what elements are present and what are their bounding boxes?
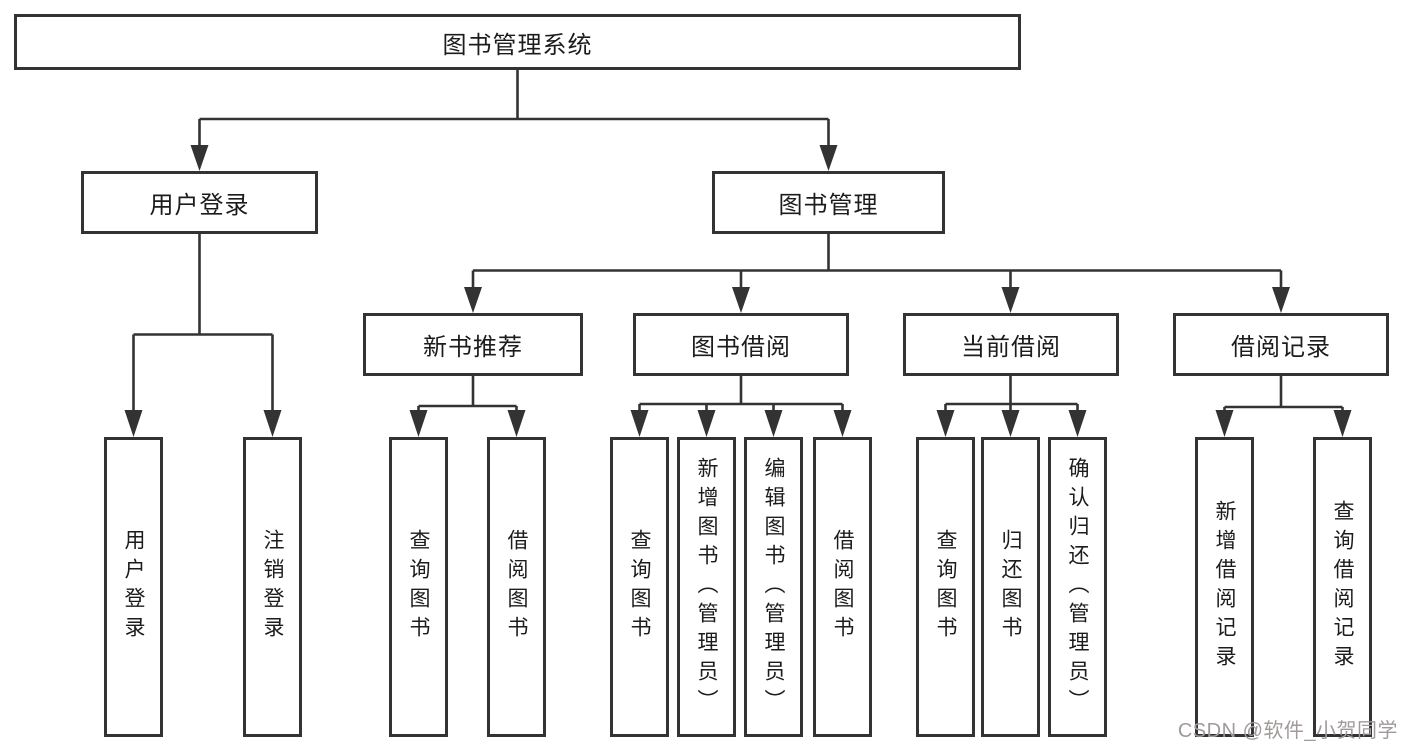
leaf-add-borrow-record: 新增借阅记录	[1195, 437, 1254, 737]
node-user-login: 用户登录	[81, 171, 318, 234]
leaf-borrow-books-label: 借阅图书	[831, 529, 854, 645]
leaf-confirm-return-admin: 确认归还（管理员）	[1048, 437, 1107, 737]
leaf-query-books-recommend-label: 查询图书	[407, 529, 430, 645]
leaf-query-borrow-record: 查询借阅记录	[1313, 437, 1372, 737]
arrowheads	[124, 145, 1352, 437]
node-book-borrowing-label: 图书借阅	[691, 334, 791, 361]
leaf-return-books-label: 归还图书	[999, 529, 1022, 645]
leaf-query-borrow-record-label: 查询借阅记录	[1331, 500, 1354, 674]
leaf-query-books-borrowing-label: 查询图书	[628, 529, 651, 645]
node-user-login-label: 用户登录	[149, 192, 250, 219]
leaf-return-books: 归还图书	[981, 437, 1040, 737]
leaf-edit-books-admin-label: 编辑图书（管理员）	[762, 456, 785, 718]
leaf-query-books-current-label: 查询图书	[934, 529, 957, 645]
node-borrowing-records-label: 借阅记录	[1231, 334, 1331, 361]
leaf-query-books-current: 查询图书	[916, 437, 975, 737]
leaf-edit-books-admin: 编辑图书（管理员）	[744, 437, 803, 737]
node-borrowing-records: 借阅记录	[1173, 313, 1389, 376]
leaf-add-books-admin: 新增图书（管理员）	[677, 437, 736, 737]
leaf-borrow-books-recommend: 借阅图书	[487, 437, 546, 737]
leaf-borrow-books: 借阅图书	[813, 437, 872, 737]
node-current-borrowing: 当前借阅	[903, 313, 1119, 376]
leaf-logout-label: 注销登录	[261, 529, 284, 645]
watermark: CSDN @软件_小贺同学	[1177, 720, 1398, 742]
node-root-system-label: 图书管理系统	[442, 31, 593, 59]
leaf-query-books-recommend: 查询图书	[389, 437, 448, 737]
node-new-book-recommend: 新书推荐	[363, 313, 583, 376]
leaf-logout: 注销登录	[243, 437, 302, 737]
leaf-add-books-admin-label: 新增图书（管理员）	[695, 456, 718, 718]
node-book-management: 图书管理	[712, 171, 945, 234]
leaf-user-login: 用户登录	[104, 437, 163, 737]
node-book-management-label: 图书管理	[778, 192, 879, 219]
leaf-query-books-borrowing: 查询图书	[610, 437, 669, 737]
node-new-book-recommend-label: 新书推荐	[423, 334, 523, 361]
node-current-borrowing-label: 当前借阅	[961, 334, 1061, 361]
leaf-add-borrow-record-label: 新增借阅记录	[1213, 500, 1236, 674]
leaf-borrow-books-recommend-label: 借阅图书	[505, 529, 528, 645]
leaf-user-login-label: 用户登录	[122, 529, 145, 645]
node-root-system: 图书管理系统	[14, 14, 1021, 70]
leaf-confirm-return-admin-label: 确认归还（管理员）	[1066, 456, 1089, 718]
node-book-borrowing: 图书借阅	[633, 313, 849, 376]
